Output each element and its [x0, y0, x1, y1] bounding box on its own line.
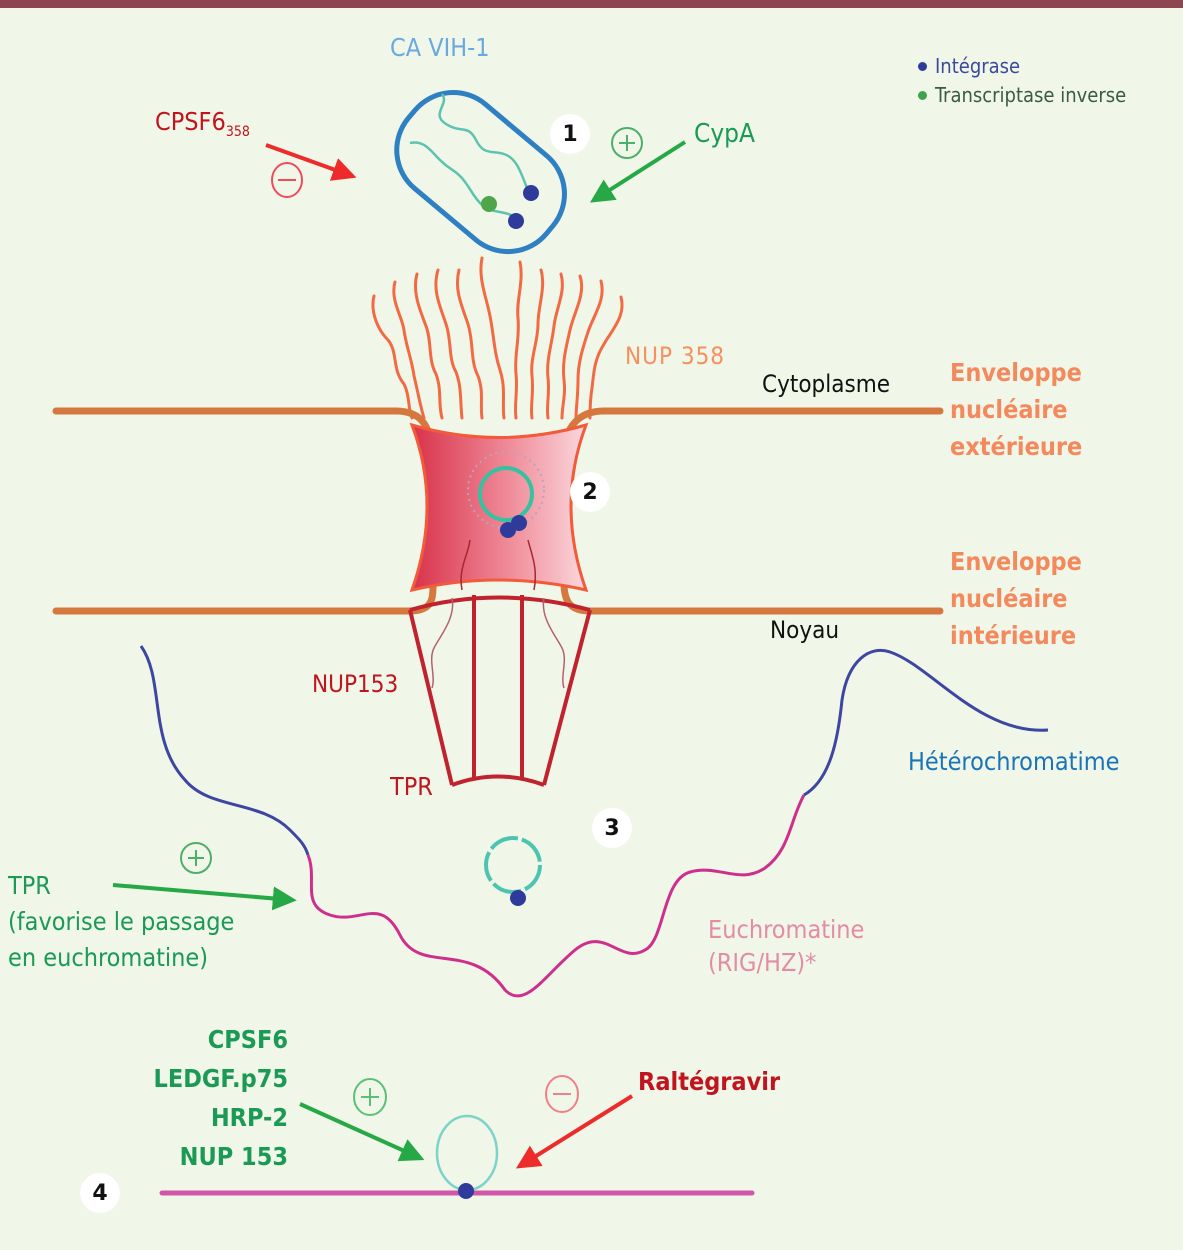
tpr-basket-label: TPR: [390, 772, 433, 801]
minus-sign-icon: [545, 1075, 579, 1113]
step-badge-1: 1: [550, 114, 590, 154]
plus-sign-icon: [180, 842, 212, 874]
label-line: Enveloppe: [950, 547, 1082, 576]
host-factors-activation-arrow: [299, 1102, 425, 1162]
legend-label: Intégrase: [935, 54, 1021, 78]
label-line: intérieure: [950, 621, 1077, 650]
nup358-label: NUP 358: [625, 342, 726, 370]
integrase-dot: [510, 890, 526, 906]
label-line: TPR: [8, 871, 51, 900]
inner-nuclear-envelope-label: Enveloppe nucléaire intérieure: [950, 543, 1082, 654]
cpsf6-subscript: 358: [225, 124, 250, 140]
step-badge-4: 4: [80, 1173, 120, 1213]
cypa-label: CypA: [694, 119, 756, 149]
pore-inner-filaments: [460, 539, 537, 591]
step-badge-3: 3: [592, 808, 632, 848]
label-line: extérieure: [950, 432, 1083, 461]
euchromatin-label: Euchromatine (RIG/HZ)*: [708, 913, 864, 979]
capsid-label: CA VIH-1: [390, 33, 490, 62]
raltegravir-inhibition-arrow: [515, 1094, 634, 1169]
integrase-dot: [508, 213, 524, 229]
integration-host-factors-label: CPSF6 LEDGF.p75 HRP-2 NUP 153: [120, 1020, 288, 1176]
preintegration-complex-ring: [484, 836, 542, 894]
label-line: Euchromatine: [708, 915, 865, 944]
nucleus-label: Noyau: [770, 616, 840, 644]
heterochromatin-label: Hétérochromatime: [908, 747, 1120, 776]
nuclear-pore: [409, 422, 589, 593]
label-line: (RIG/HZ)*: [708, 948, 817, 977]
cpsf6-358-label: CPSF6358: [155, 107, 250, 140]
plus-sign-icon: [353, 1078, 387, 1116]
integrase-dot: [523, 185, 539, 201]
tpr-factor-label: TPR (favorise le passage en euchromatine…: [8, 868, 234, 976]
raltegravir-label: Raltégravir: [638, 1067, 781, 1096]
cpsf6-inhibition-arrow: [265, 143, 357, 181]
legend-label: Transcriptase inverse: [935, 83, 1127, 107]
label-line: en euchromatine): [8, 943, 209, 972]
preintegration-complex-ring: [478, 466, 534, 522]
label-line: (favorise le passage: [8, 907, 235, 936]
hiv-capsid: [394, 90, 567, 255]
nup358-filaments: [371, 256, 624, 420]
minus-sign-icon: [271, 162, 303, 198]
outer-nuclear-envelope-label: Enveloppe nucléaire extérieure: [950, 354, 1082, 465]
reverse-transcriptase-dot: [481, 196, 497, 212]
reverse-transcriptase-legend-dot: [918, 91, 927, 100]
host-factor-nup153: NUP 153: [179, 1142, 288, 1171]
legend-item-reverse-transcriptase: Transcriptase inverse: [918, 81, 1126, 110]
integrated-viral-dna-loop: [435, 1114, 499, 1192]
tpr-activation-arrow: [112, 883, 297, 911]
nup153-label: NUP153: [312, 670, 399, 698]
cytoplasm-label: Cytoplasme: [762, 370, 891, 398]
integrase-dot: [511, 515, 527, 531]
legend: Intégrase Transcriptase inverse: [918, 52, 1126, 110]
basket-inner-filaments: [430, 597, 566, 689]
nuclear-basket: [408, 595, 592, 787]
label-line: nucléaire: [950, 584, 1068, 613]
cypa-activation-arrow: [589, 140, 687, 203]
heterochromatin-left: [139, 645, 310, 856]
euchromatin-strand: [306, 794, 806, 998]
plus-sign-icon: [611, 127, 643, 159]
integrase-dot: [458, 1183, 474, 1199]
pore-dotted-ring: [467, 451, 545, 529]
heterochromatin-right: [803, 648, 1049, 797]
integrase-legend-dot: [918, 62, 927, 71]
host-factor-cpsf6: CPSF6: [207, 1025, 288, 1054]
label-line: Enveloppe: [950, 358, 1082, 387]
legend-item-integrase: Intégrase: [918, 52, 1126, 81]
step-badge-2: 2: [570, 472, 610, 512]
host-factor-ledgf: LEDGF.p75: [153, 1064, 288, 1093]
host-factor-hrp2: HRP-2: [210, 1103, 288, 1132]
label-line: nucléaire: [950, 395, 1068, 424]
header-bar: [0, 0, 1183, 8]
cpsf6-label-text: CPSF6: [155, 107, 226, 136]
